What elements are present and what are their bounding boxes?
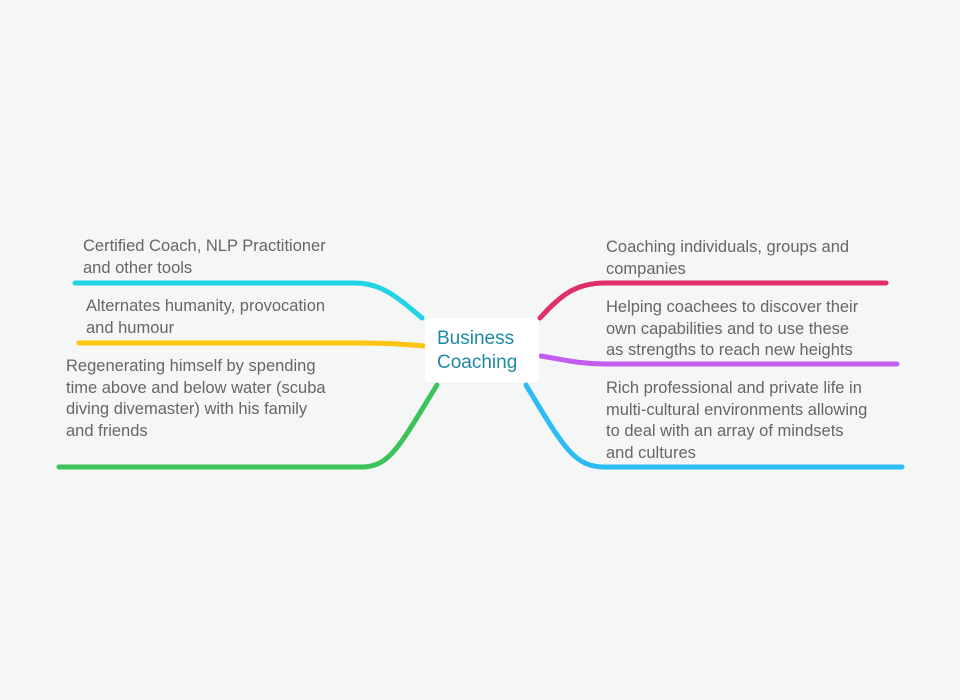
topic-line: and humour bbox=[86, 318, 175, 337]
topic-line: Regenerating himself by spending bbox=[66, 357, 316, 375]
branch-line-helping-coachees bbox=[538, 353, 900, 367]
topic-line: Rich professional and private life in bbox=[606, 379, 862, 397]
topic-line: time above and below water (scuba bbox=[66, 378, 326, 397]
topic-regenerating[interactable]: Regenerating himself by spending time ab… bbox=[66, 356, 326, 442]
topic-line: as strengths to reach new heights bbox=[606, 341, 853, 359]
branch-line-alternates-humanity bbox=[76, 340, 428, 349]
topic-alternates-humanity[interactable]: Alternates humanity, provocation and hum… bbox=[86, 296, 325, 339]
topic-line: companies bbox=[606, 259, 686, 278]
topic-line: and other tools bbox=[83, 258, 193, 277]
topic-line: Coaching individuals, groups and bbox=[606, 238, 850, 256]
branch-line-regenerating bbox=[56, 382, 440, 470]
central-topic-line-1: Business bbox=[437, 328, 515, 349]
topic-line: own capabilities and to use these bbox=[606, 319, 850, 338]
topic-coaching-individuals[interactable]: Coaching individuals, groups and compani… bbox=[606, 237, 849, 280]
topic-line: Certified Coach, NLP Practitioner bbox=[83, 237, 326, 255]
topic-certified-coach[interactable]: Certified Coach, NLP Practitioner and ot… bbox=[83, 236, 326, 279]
topic-line: to deal with an array of mindsets bbox=[606, 422, 844, 440]
central-topic-line-2: Coaching bbox=[437, 352, 518, 373]
topic-rich-professional[interactable]: Rich professional and private life in mu… bbox=[606, 378, 867, 464]
topic-line: multi-cultural environments allowing bbox=[606, 400, 868, 419]
topic-line: diving divemaster) with his family bbox=[66, 400, 308, 418]
topic-line: Alternates humanity, provocation bbox=[86, 297, 326, 315]
branch-line-rich-professional bbox=[523, 382, 905, 470]
topic-line: and friends bbox=[66, 421, 148, 440]
topic-line: and cultures bbox=[606, 443, 696, 462]
branch-line-coaching-individuals bbox=[537, 280, 889, 321]
topic-line: Helping coachees to discover their bbox=[606, 298, 859, 316]
topic-helping-coachees[interactable]: Helping coachees to discover their own c… bbox=[606, 297, 858, 362]
central-topic[interactable]: Business Coaching bbox=[425, 318, 539, 382]
branch-line-certified-coach bbox=[72, 280, 425, 321]
